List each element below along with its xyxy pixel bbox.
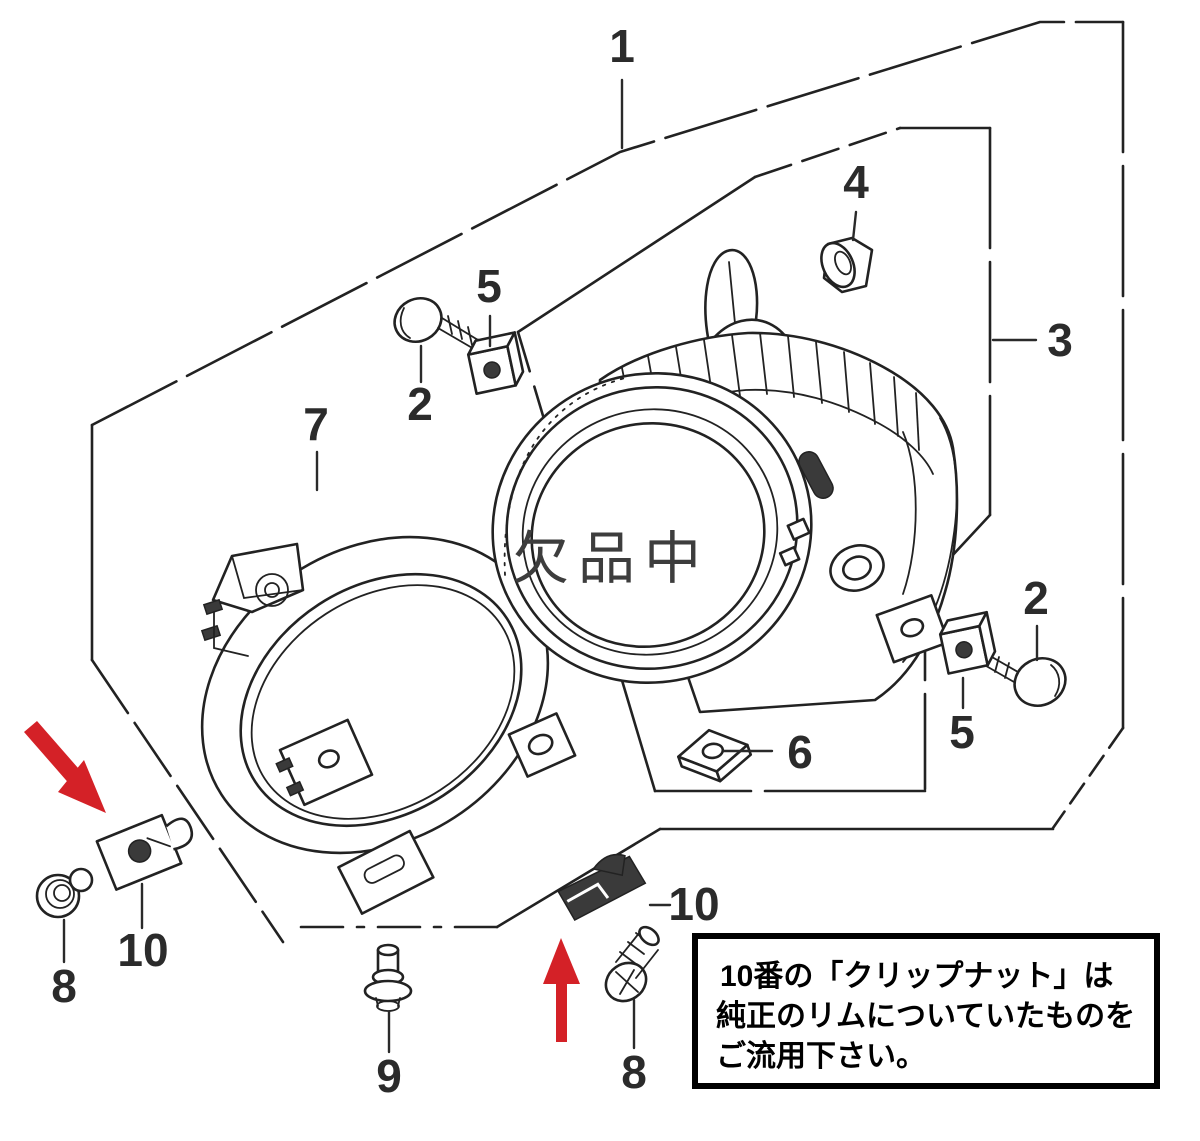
ring-center-tab (275, 718, 374, 807)
note-line-1: 10番の「クリップナット」は (720, 960, 1113, 993)
bolt-part2-left (393, 297, 480, 351)
red-arrow-bottom-center (543, 938, 580, 1042)
label-part-8-left: 8 (51, 960, 77, 1012)
label-part-3: 3 (1047, 314, 1073, 366)
push-clip-part9 (363, 943, 413, 1012)
label-part-10-left: 10 (117, 924, 168, 976)
out-of-stock-overlay-text: 欠品中 (512, 527, 710, 591)
note-line-2: 純正のリムについていたものを (716, 999, 1135, 1033)
label-part-7: 7 (303, 398, 329, 450)
label-part-10-right: 10 (668, 878, 719, 930)
ring-slot-tab (337, 829, 435, 915)
nut-part6 (677, 728, 753, 783)
ring-right-tab (507, 712, 577, 778)
label-part-6: 6 (787, 726, 813, 778)
cap-part4 (820, 236, 874, 294)
bolt-part2-right (980, 650, 1067, 707)
red-arrow-upper-left (24, 721, 106, 813)
clip-nut-part10-right (557, 853, 647, 922)
note-line-3: ご流用下さい。 (716, 1039, 926, 1073)
ring-latch-bracket (200, 542, 305, 657)
lamp-front-rim (491, 371, 813, 685)
bulb-socket (829, 544, 885, 592)
label-part-4: 4 (843, 156, 869, 208)
label-part-8-right: 8 (621, 1046, 647, 1098)
label-part-1: 1 (609, 20, 635, 72)
outer-boundary-outline (90, 20, 1125, 944)
clip-nut-part10-left (95, 813, 194, 891)
leader-lines (62, 78, 1039, 1054)
label-part-5-left: 5 (476, 260, 502, 312)
headlamp-unit (491, 236, 959, 714)
label-part-2-right: 2 (1023, 572, 1049, 624)
label-part-9: 9 (376, 1050, 402, 1102)
label-part-5-right: 5 (949, 706, 975, 758)
screw-part8-right (604, 925, 660, 1003)
nut-part5-right (938, 610, 997, 675)
rim-slot-detail (798, 451, 834, 499)
lamp-lower-bracket (875, 594, 950, 664)
label-part-2-left: 2 (407, 378, 433, 430)
note-box: 10番の「クリップナット」は 純正のリムについていたものを ご流用下さい。 (692, 933, 1160, 1089)
screw-part8-left (35, 867, 94, 919)
part-number-labels: 1 4 3 2 5 7 2 5 6 8 10 9 8 10 (51, 20, 1073, 1102)
nut-part5-left (466, 331, 525, 396)
